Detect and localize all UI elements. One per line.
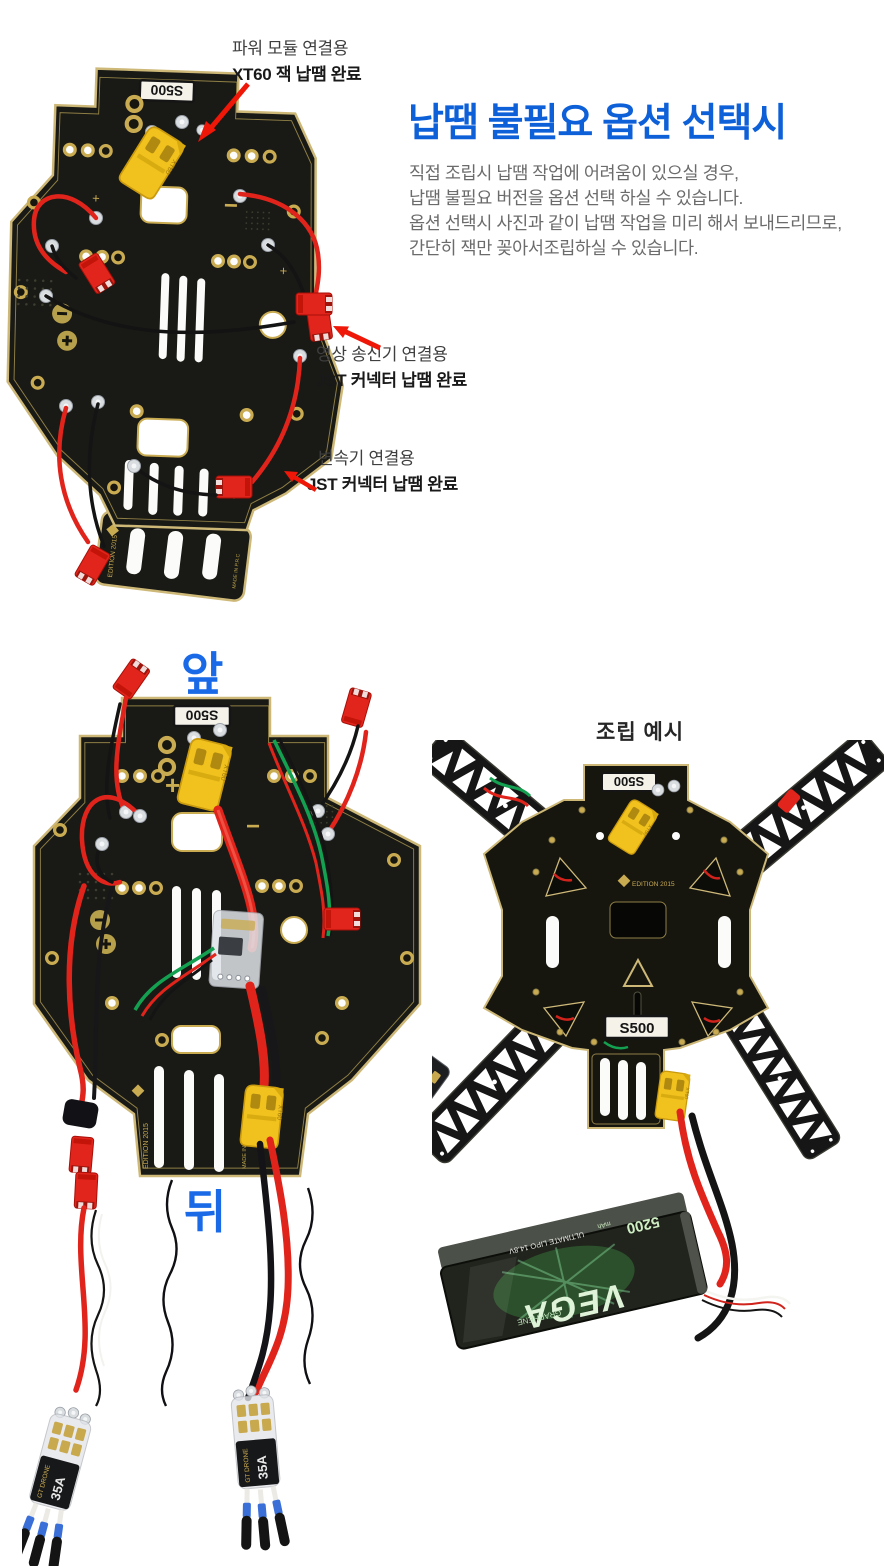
jst-connector-esc [215, 475, 253, 499]
motor-wire-bits [553, 869, 721, 1023]
body-text: 직접 조립시 납땜 작업에 어려움이 있으실 경우, 납땜 불필요 버전을 옵션… [409, 161, 842, 261]
esc-module-right [227, 1384, 291, 1553]
body-line-4: 간단히 잭만 꽂아서조립하실 수 있습니다. [409, 238, 699, 258]
frame-center-plate: S500 EDITION 2015 [482, 764, 770, 1129]
svg-text:S500: S500 [185, 708, 218, 724]
body-line-1: 직접 조립시 납땜 작업에 어려움이 있으실 경우, [409, 163, 739, 183]
photo-assembled-frame: 35A S500 EDITION 2015 [432, 740, 884, 1350]
board-wiring-top [79, 657, 373, 939]
board-model-label: S500 [172, 704, 232, 728]
svg-text:+: + [165, 770, 180, 800]
power-wiring [133, 723, 292, 1402]
lipo-battery: VEGA GRAPHENE 5200 mAh ULTIMATE LIPO 14.… [438, 1192, 708, 1350]
jst-connector [111, 657, 152, 701]
board-model-label: S500 [601, 772, 657, 792]
svg-text:S500: S500 [614, 774, 644, 789]
esc-module-partial: 35A [432, 1048, 450, 1140]
photo-soldered-board: EDITION 2015 MADE IN P.R.C S500 [6, 67, 345, 602]
made-in-label: MADE IN P.R.C [242, 1131, 248, 1169]
headline: 납땜 불필요 옵션 선택시 [408, 102, 787, 145]
board-wiring [31, 189, 334, 587]
edition-logo-icon [106, 523, 119, 537]
annotation-power-line1: 파워 모듈 연결용 [232, 39, 349, 58]
jst-connector [340, 686, 373, 729]
arm-wires [483, 776, 801, 813]
annotation-power-module: 파워 모듈 연결용 XT60 잭 납땜 완료 [232, 36, 362, 88]
arrow-esc [284, 471, 318, 492]
screws [532, 806, 744, 1046]
body-line-2: 납땜 불필요 버전을 옵션 선택 하실 수 있습니다. [409, 188, 743, 208]
battery-connection [654, 1069, 791, 1342]
board-plate: S500 + − + + [6, 67, 345, 532]
signal-wires [160, 1179, 314, 1407]
edition-badge: EDITION 2015 [632, 881, 675, 888]
back-view-label: 뒤 [184, 1186, 226, 1238]
arrow-power-module [198, 82, 250, 142]
svg-text:+: + [279, 263, 287, 278]
arrow-video-tx [333, 326, 382, 351]
annotation-video-line2: JST 커넥터 납땜 완료 [316, 371, 467, 390]
annotation-esc: 변속기 연결용 JST 커넥터 납땜 완료 [307, 446, 458, 498]
svg-text:S500: S500 [619, 1020, 654, 1037]
jst-connector [323, 907, 361, 931]
edition-logo-icon [131, 1084, 145, 1098]
left-cable-run [62, 883, 114, 1407]
photo-wired-board: S500 + − [22, 657, 422, 1566]
jst-connector-video-tx [295, 292, 333, 316]
svg-text:+: + [92, 191, 100, 206]
made-in-label: MADE IN P.R.C [231, 553, 241, 589]
board-model-label-bottom: S500 [603, 1014, 671, 1040]
annotation-esc-line2: JST 커넥터 납땜 완료 [307, 475, 458, 494]
svg-text:−: − [246, 813, 260, 840]
annotation-video-line1: 영상 송신기 연결용 [316, 345, 448, 364]
front-view-label: 앞 [181, 648, 223, 700]
board-model-label: S500 [138, 78, 196, 104]
annotation-video-tx: 영상 송신기 연결용 JST 커넥터 납땜 완료 [316, 342, 467, 394]
esc-module-left [22, 1402, 100, 1566]
battery-capacity-unit: mAh [596, 1220, 611, 1230]
jst-connector [73, 1171, 99, 1210]
board-tail: EDITION 2015 MADE IN P.R.C [93, 509, 252, 602]
assembly-example-label: 조립 예시 [596, 721, 685, 744]
svg-text:S500: S500 [150, 82, 183, 99]
bec-module [208, 909, 264, 990]
body-line-3: 옵션 선택시 사진과 같이 납땜 작업을 미리 해서 보내드리므로, [409, 213, 842, 233]
jst-connector [68, 1135, 95, 1175]
annotation-power-line2: XT60 잭 납땜 완료 [232, 65, 362, 84]
edition-badge: EDITION 2015 [143, 1123, 150, 1169]
annotation-esc-line1: 변속기 연결용 [318, 449, 415, 468]
xt60-connector-bottom [239, 1083, 287, 1150]
heat-shrink [62, 1099, 99, 1129]
xt60-connector-bottom [654, 1069, 693, 1123]
